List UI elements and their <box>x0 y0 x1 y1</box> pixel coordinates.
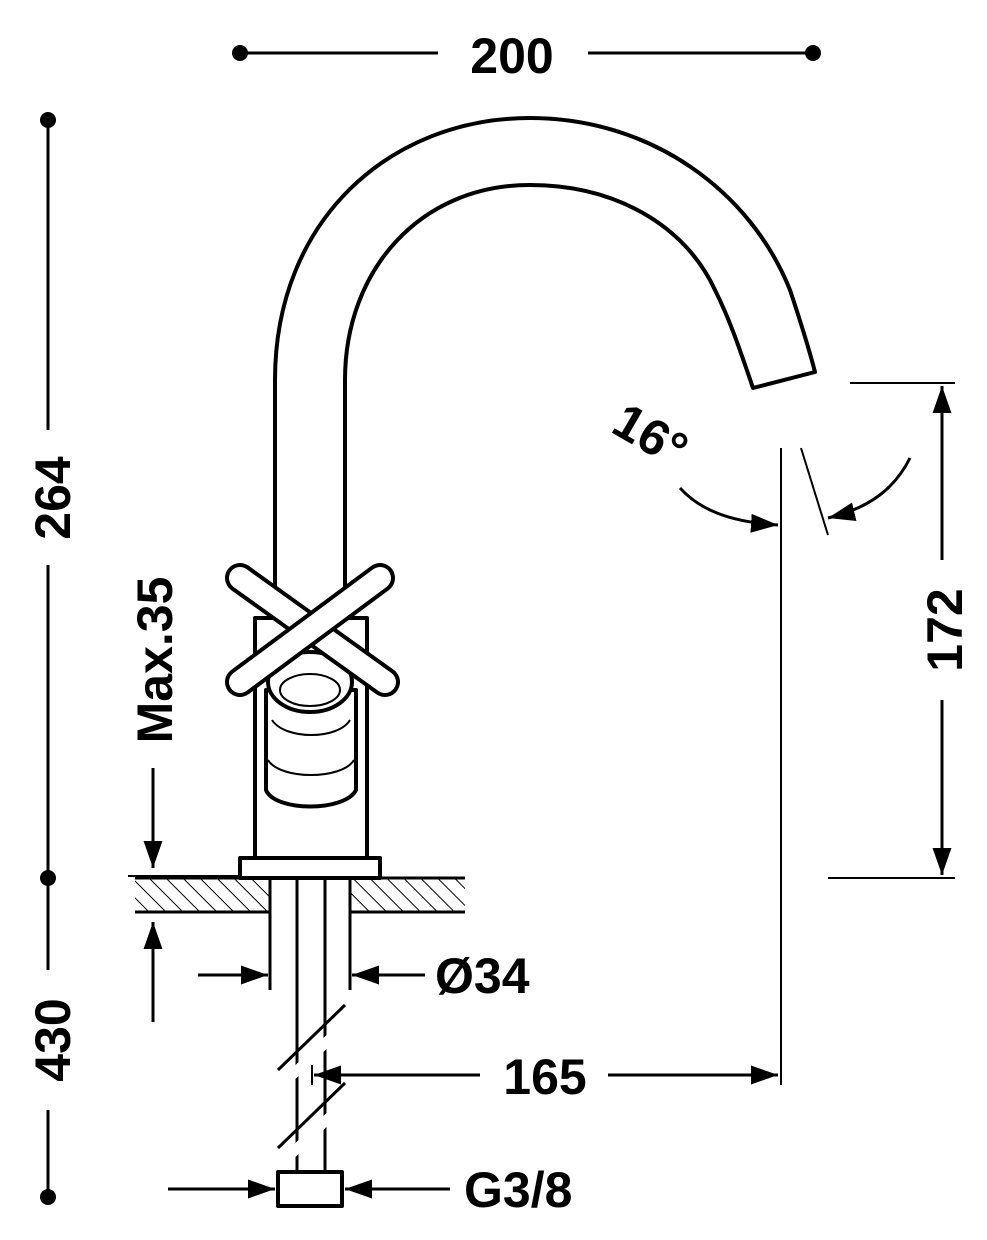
dimension-label-d34: Ø34 <box>435 948 530 1004</box>
dimension-label-g38: G3/8 <box>464 1162 572 1218</box>
dimension-height-left: 264 430 <box>25 112 81 1205</box>
countertop-section <box>135 876 465 990</box>
dimension-width-top: 200 <box>232 28 821 84</box>
dimension-spout-height: 172 <box>828 382 973 879</box>
dimension-reach: 165 <box>311 448 782 1105</box>
cross-handle <box>225 563 400 697</box>
dimension-label-16deg: 16° <box>604 392 697 478</box>
dimension-label-max35: Max.35 <box>127 577 183 744</box>
dimension-label-165: 165 <box>503 1049 586 1105</box>
dimension-hole-diameter: Ø34 <box>198 948 530 1004</box>
dimension-angle: 16° <box>604 392 912 536</box>
supply-pipe <box>276 878 347 1208</box>
faucet-spout <box>273 116 817 622</box>
dimension-label-172: 172 <box>917 588 973 671</box>
dimension-label-200: 200 <box>470 28 553 84</box>
dimension-label-430: 430 <box>25 998 81 1081</box>
dimension-label-264: 264 <box>25 456 81 540</box>
dimension-connection: G3/8 <box>168 1162 572 1218</box>
dimension-max-thickness: Max.35 <box>127 577 270 1022</box>
